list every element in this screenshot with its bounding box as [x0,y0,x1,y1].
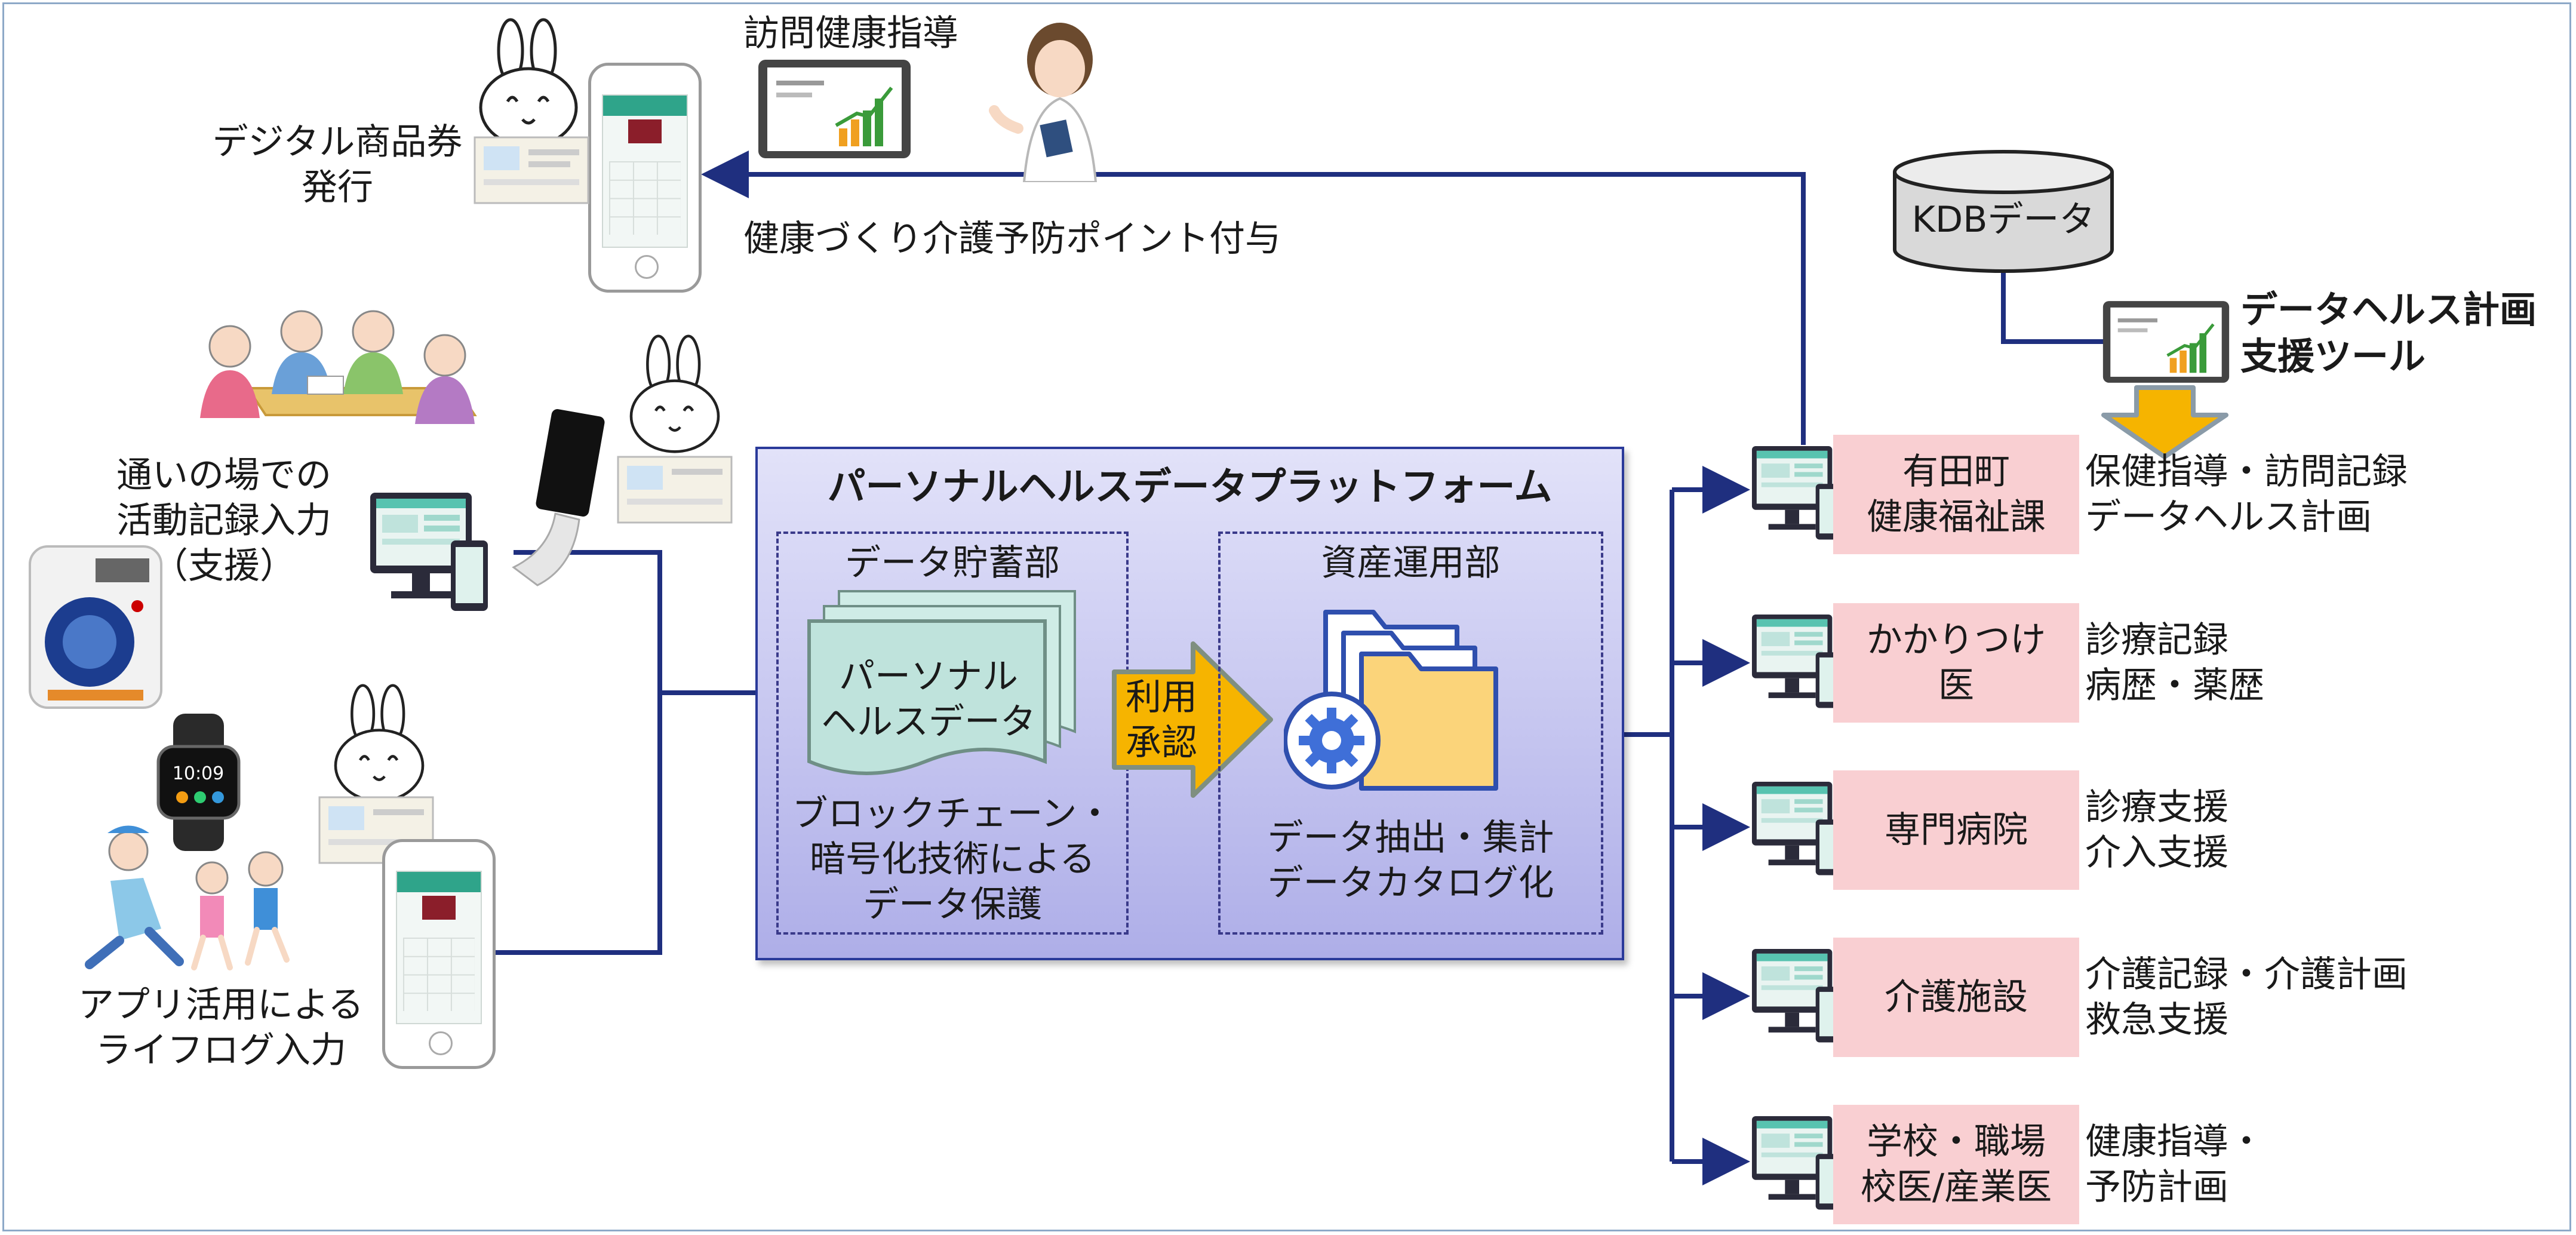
exercise-people-icon [85,825,290,970]
storage-description: ブロックチェーン・ 暗号化技術による データ保護 [776,791,1129,927]
rabbit-mascot-icon-2 [629,334,720,453]
recipient-name-line: 専門病院 [1885,809,2028,851]
kdb-tool-line-2: 支援ツール [2240,334,2426,378]
sheet-label-line-2: ヘルスデータ [821,701,1036,743]
recipient-name-line: 学校・職場 [1867,1121,2046,1163]
storage-desc-line-1: ブロックチェーン・ [792,793,1113,835]
recipient-name-box: 専門病院 [1833,770,2079,890]
recipient-name-line: 有田町 [1902,451,2010,493]
desktop-computer-icon [370,493,488,611]
activity-record-label: 通いの場での 活動記録入力 （支援） [84,453,364,589]
storage-desc-line-3: データ保護 [863,884,1042,926]
data-sheets-icon [807,590,1076,775]
point-grant-label: 健康づくり介護予防ポイント付与 [743,218,1281,260]
recipient-name-line: 医 [1938,665,1974,706]
connector-feedback [701,150,1806,445]
recipient-desc-line: 保健指導・訪問記録 [2085,451,2408,493]
operation-description: データ抽出・集計 データカタログ化 [1218,815,1603,906]
svg-text:10:09: 10:09 [173,763,224,784]
visit-guidance-label: 訪問健康指導 [743,13,958,54]
rabbit-mascot-icon [479,18,578,148]
sheet-label: パーソナル ヘルスデータ [809,654,1048,745]
recipient-desc-line: 診療支援 [2085,787,2228,828]
smartphone-icon-2 [382,839,496,1069]
recipient-name-box: かかりつけ医 [1833,603,2079,723]
operation-title: 資産運用部 [1321,542,1501,584]
app-lifelog-label: アプリ活用による ライフログ入力 [66,982,376,1073]
recipient-name-line: 健康福祉課 [1867,496,2046,538]
desktop-computer-icon [1750,1114,1851,1215]
connector-app [496,693,662,955]
recipient-name-box: 介護施設 [1833,938,2079,1057]
recipient-desc-line: 介護記録・介護計画 [2085,954,2408,996]
rabbit-mascot-icon-3 [334,684,425,803]
app-lifelog-line-1: アプリ活用による [78,984,364,1026]
recipient-name-line: 介護施設 [1885,976,2028,1018]
approval-label: 利用 承認 [1117,675,1206,766]
operation-section [1218,532,1603,935]
smartphone-icon [588,63,702,293]
recipient-description: 介護記録・介護計画救急支援 [2085,952,2408,1043]
recipient-description: 診療記録病歴・薬歴 [2085,618,2264,708]
blood-pressure-monitor-icon [29,545,162,709]
recipient-desc-line: 予防計画 [2085,1166,2228,1208]
approval-line-1: 利用 [1126,677,1197,718]
database-icon [1893,150,2114,273]
recipient-desc-line: データヘルス計画 [2085,496,2372,538]
folder-gear-icon [1284,610,1498,791]
recipient-description: 保健指導・訪問記録データヘルス計画 [2085,449,2408,540]
activity-record-line-3: （支援） [152,545,296,587]
platform-title: パーソナルヘルスデータプラットフォーム [827,465,1553,509]
down-arrow-icon [2101,385,2228,459]
voucher-card-icon-2 [617,456,733,524]
recipient-name-box: 学校・職場校医/産業医 [1833,1105,2079,1224]
tablet-stand-icon [512,409,605,586]
recipient-desc-line: 健康指導・ [2085,1121,2264,1163]
approval-arrow [1112,641,1273,798]
digital-voucher-line-1: デジタル商品券 [212,121,463,163]
connector-kdb [2001,272,2105,344]
recipient-desc-line: 診療記録 [2085,619,2228,661]
digital-voucher-line-2: 発行 [302,167,373,208]
digital-voucher-label: デジタル商品券 発行 [197,119,478,210]
voucher-card-icon [474,136,589,204]
storage-title: データ貯蓄部 [845,542,1060,584]
kdb-label: KDBデータ [1911,199,2095,241]
kdb-tool-label: データヘルス計画 支援ツール [2240,287,2537,380]
recipient-name-line: 校医/産業医 [1860,1166,2052,1208]
desktop-computer-icon [1750,779,1851,881]
activity-record-line-1: 通いの場での [116,454,331,496]
recipient-name-line: かかりつけ [1866,619,2046,661]
smartwatch-icon: 10:09 [156,714,241,851]
sheet-label-line-1: パーソナル [839,656,1018,698]
approval-line-2: 承認 [1126,722,1197,764]
app-lifelog-line-2: ライフログ入力 [96,1030,346,1071]
tablet-chart-icon [758,60,911,158]
operation-desc-line-2: データカタログ化 [1267,862,1554,904]
recipient-name-box: 有田町健康福祉課 [1833,435,2079,554]
elderly-group-icon [200,310,477,424]
recipient-desc-line: 病歴・薬歴 [2085,665,2264,706]
tablet-chart-icon-2 [2102,301,2230,383]
storage-desc-line-2: 暗号化技術による [809,838,1096,880]
operation-desc-line-1: データ抽出・集計 [1267,817,1554,859]
nurse-icon [989,23,1098,182]
kdb-tool-line-1: データヘルス計画 [2240,288,2537,331]
recipient-description: 健康指導・予防計画 [2085,1119,2264,1210]
desktop-computer-icon [1750,612,1851,714]
recipient-description: 診療支援介入支援 [2085,785,2228,875]
recipient-desc-line: 救急支援 [2085,999,2228,1041]
recipient-desc-line: 介入支援 [2085,832,2228,874]
activity-record-line-2: 活動記録入力 [116,500,331,542]
